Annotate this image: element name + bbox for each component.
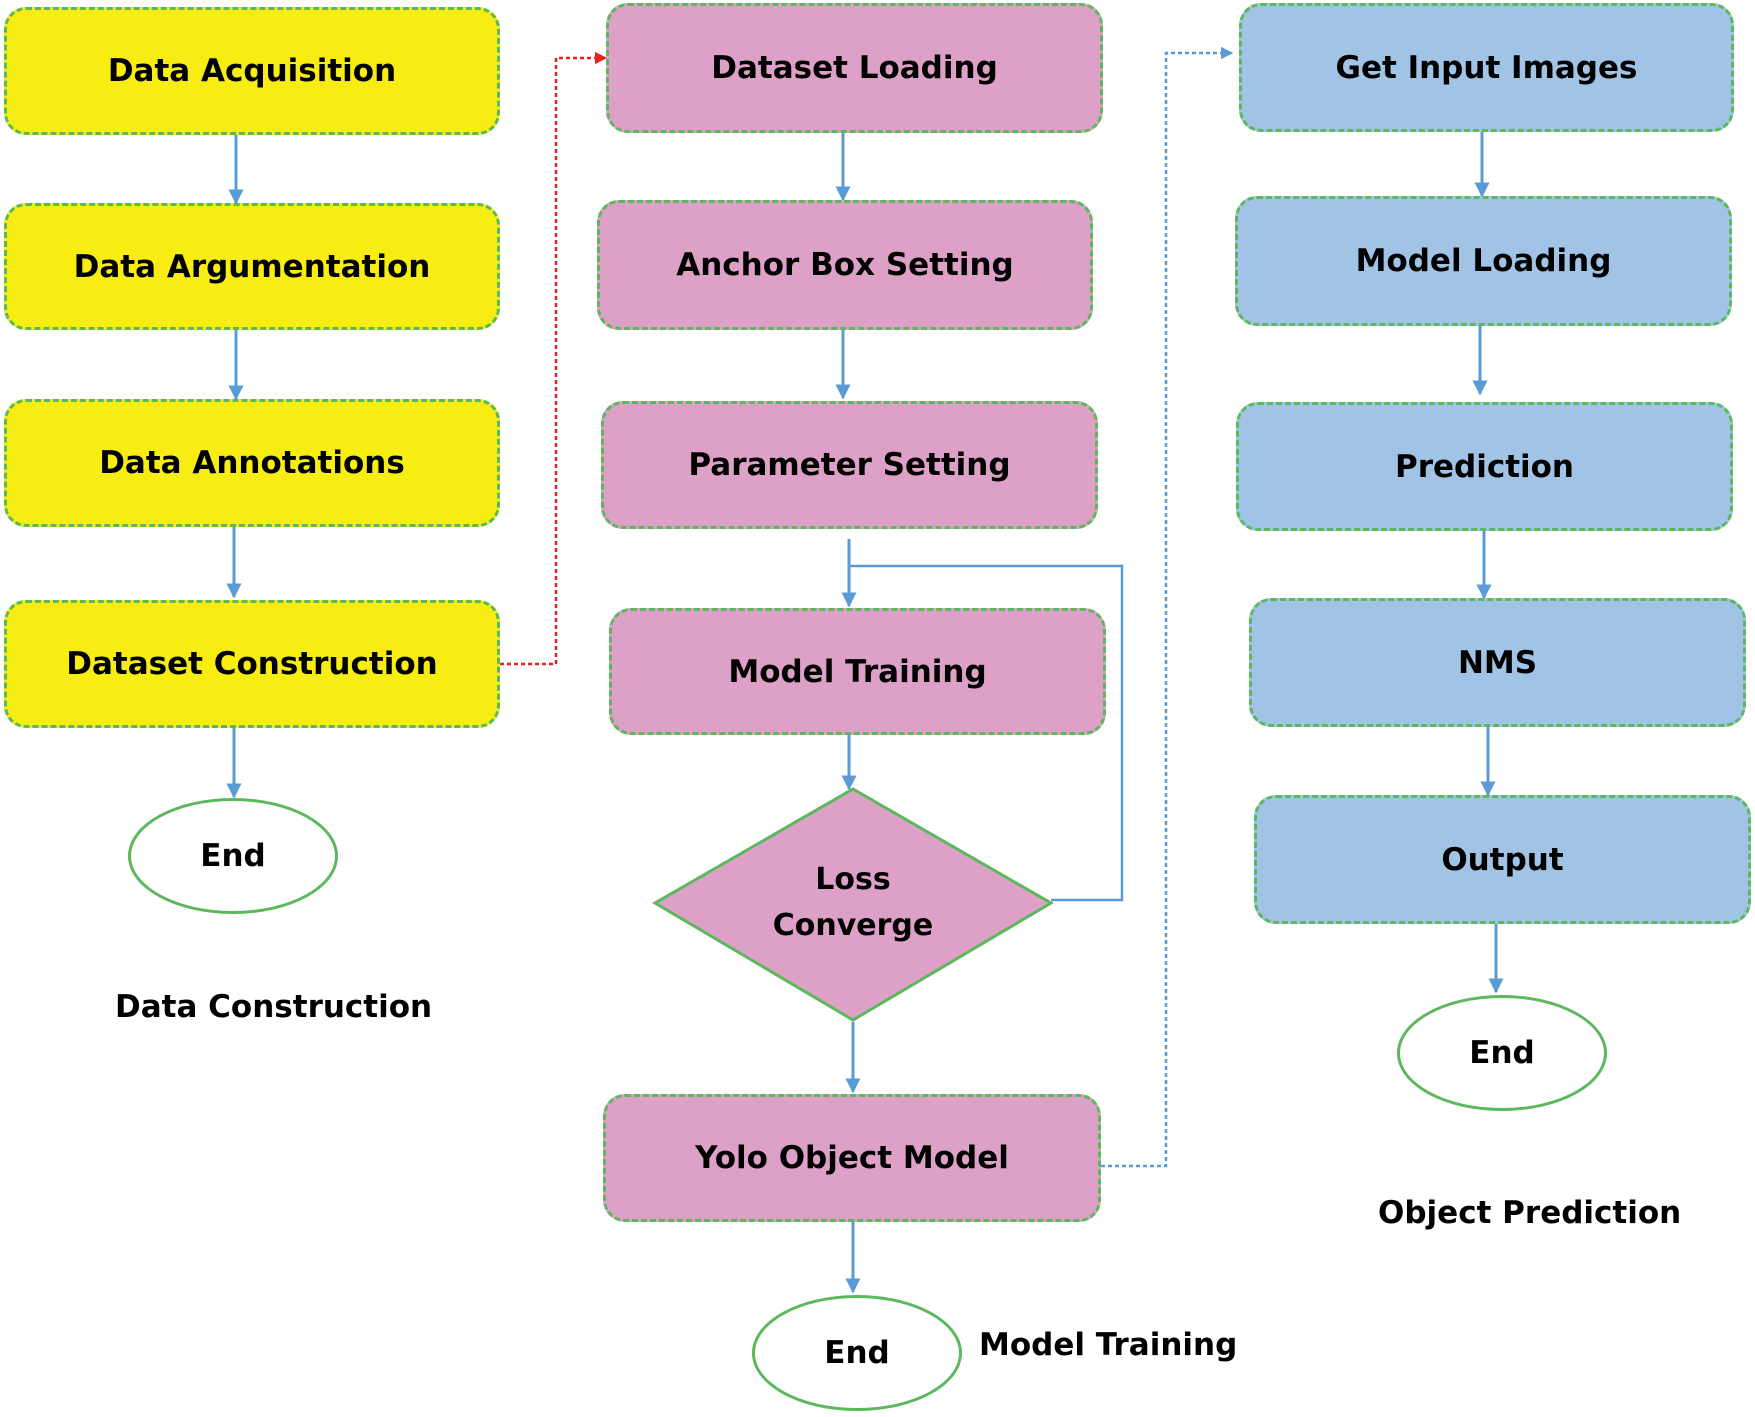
- step-data-argumentation: Data Argumentation: [4, 203, 500, 330]
- step-dataset-construction: Dataset Construction: [4, 600, 500, 728]
- decision-line-2: Converge: [772, 908, 934, 943]
- step-yolo-object-model: Yolo Object Model: [603, 1094, 1101, 1222]
- step-get-input-images: Get Input Images: [1239, 3, 1734, 132]
- section-label-model-training: Model Training: [979, 1327, 1238, 1363]
- section-label-object-prediction: Object Prediction: [1378, 1195, 1682, 1231]
- link-training-to-prediction: [1101, 46, 1234, 1168]
- loop-back-line: [849, 564, 1124, 902]
- step-model-loading: Model Loading: [1235, 196, 1732, 326]
- step-parameter-setting: Parameter Setting: [601, 401, 1098, 529]
- step-output: Output: [1254, 795, 1751, 924]
- decision-line-1: Loss: [815, 862, 891, 897]
- step-data-acquisition: Data Acquisition: [4, 7, 500, 135]
- decision-label: Loss Converge: [705, 855, 1001, 951]
- end-object-prediction: End: [1397, 995, 1607, 1111]
- section-label-data-construction: Data Construction: [115, 989, 433, 1025]
- step-model-training: Model Training: [609, 608, 1106, 735]
- step-prediction: Prediction: [1236, 402, 1733, 531]
- loss-converge-diamond: [652, 787, 1054, 1022]
- end-model-training: End: [752, 1295, 962, 1411]
- step-data-annotations: Data Annotations: [4, 399, 500, 527]
- link-construction-to-training: [500, 51, 608, 666]
- step-dataset-loading: Dataset Loading: [606, 3, 1103, 133]
- step-anchor-box-setting: Anchor Box Setting: [597, 200, 1093, 330]
- end-data-construction: End: [128, 798, 338, 914]
- step-nms: NMS: [1249, 598, 1746, 727]
